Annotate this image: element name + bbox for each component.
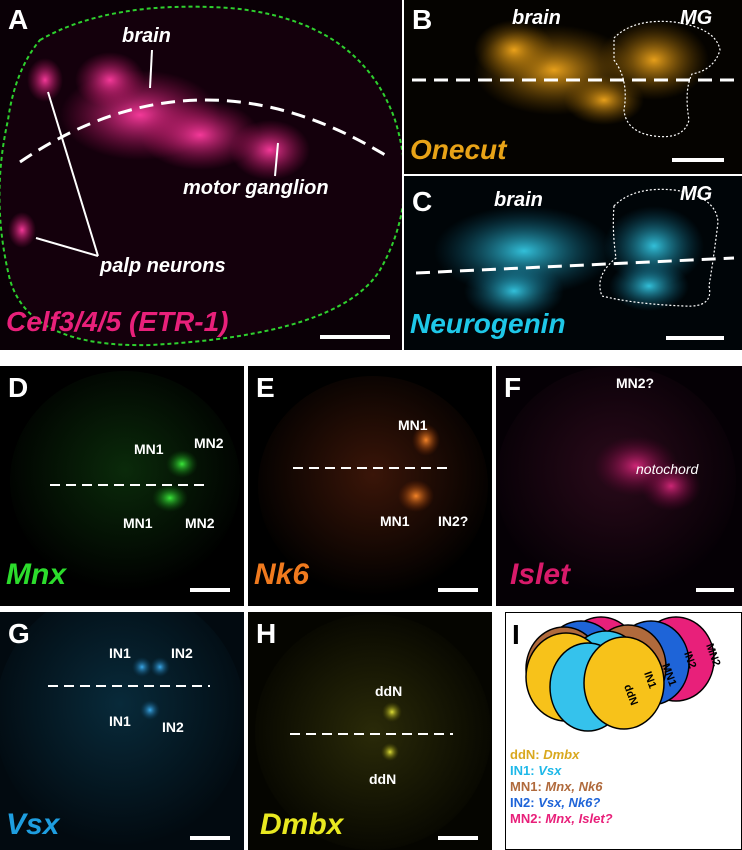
scale-bar — [696, 588, 734, 592]
brain-label: brain — [512, 7, 561, 29]
scale-bar — [438, 836, 478, 840]
legend-row: IN1: Vsx — [510, 763, 562, 778]
cell-label: ddN — [375, 683, 403, 699]
embryo-outline-icon — [0, 5, 402, 347]
cell-label: IN1 — [109, 713, 131, 729]
gene-label-mnx: Mnx — [6, 558, 66, 591]
palp-neurons-label: palp neurons — [100, 255, 226, 277]
cell-label: MN2? — [616, 375, 655, 391]
brain-label: brain — [494, 189, 543, 211]
cell-label: IN2? — [438, 513, 469, 529]
cell-label: MN1 — [380, 513, 410, 529]
panel-h-letter: H — [256, 618, 277, 649]
panel-h: H ddN ddN Dmbx — [248, 612, 492, 850]
scale-bar — [190, 836, 230, 840]
panel-f: F MN2? notochord Islet — [496, 366, 742, 606]
panel-h-image — [248, 612, 492, 850]
panel-f-letter: F — [504, 372, 522, 403]
brain-label: brain — [122, 25, 171, 47]
mg-label: MG — [680, 7, 713, 29]
panel-c: C brain MG Neurogenin — [404, 176, 742, 350]
panel-d-image — [0, 366, 244, 606]
panel-b-image — [404, 0, 742, 174]
legend-row: MN2: Mnx, Islet? — [510, 811, 613, 826]
cell-label: MN1 — [123, 515, 153, 531]
panel-c-image — [404, 176, 742, 350]
panel-i: ddN IN1 MN1 IN2 MN2 I ddN: Dmbx IN1: Vsx… — [505, 612, 742, 850]
scale-bar — [320, 335, 390, 339]
motor-ganglion-label: motor ganglion — [183, 177, 329, 199]
panel-b: B brain MG Onecut — [404, 0, 742, 174]
panel-a: A brain motor ganglion palp neurons Celf… — [0, 0, 402, 350]
oval-label: IN2 — [681, 650, 698, 670]
panel-a-letter: A — [8, 4, 29, 35]
legend: ddN: Dmbx IN1: Vsx MN1: Mnx, Nk6 IN2: Vs… — [510, 747, 613, 827]
scale-bar — [190, 588, 230, 592]
panel-e: E MN1 MN1 IN2? Nk6 — [248, 366, 492, 606]
gene-label-vsx: Vsx — [6, 808, 60, 841]
cell-label: IN2 — [162, 719, 184, 735]
panel-d: D MN1 MN2 MN1 MN2 Mnx — [0, 366, 244, 606]
panel-e-letter: E — [256, 372, 275, 403]
panel-e-image — [248, 366, 492, 606]
panel-g: G IN1 IN2 IN1 IN2 Vsx — [0, 612, 244, 850]
scale-bar — [666, 336, 724, 340]
panel-g-letter: G — [8, 618, 30, 649]
cell-label: MN2 — [194, 435, 224, 451]
gene-label-islet: Islet — [510, 558, 571, 591]
panel-g-image — [0, 612, 244, 850]
panel-f-image — [496, 366, 742, 606]
gene-label-neurogenin: Neurogenin — [410, 308, 566, 339]
gene-label-onecut: Onecut — [410, 134, 507, 165]
midline-dashed-icon — [415, 256, 735, 275]
gene-label-nk6: Nk6 — [254, 558, 310, 591]
panel-c-letter: C — [412, 186, 433, 217]
legend-row: IN2: Vsx, Nk6? — [510, 795, 601, 810]
scale-bar — [672, 158, 724, 162]
panel-b-letter: B — [412, 4, 433, 35]
cell-label: IN2 — [171, 645, 193, 661]
cell-label: IN1 — [109, 645, 131, 661]
notochord-label: notochord — [636, 461, 699, 477]
scale-bar — [438, 588, 478, 592]
panel-i-letter: I — [512, 619, 520, 650]
cell-label: MN1 — [398, 417, 428, 433]
cell-label: MN1 — [134, 441, 164, 457]
panel-a-image — [0, 0, 402, 350]
cell-label: ddN — [369, 771, 397, 787]
oval-label: IN1 — [641, 670, 658, 690]
midline-dashed-icon — [19, 98, 391, 164]
cell-label: MN2 — [185, 515, 215, 531]
panel-i-schematic: ddN IN1 MN1 IN2 MN2 — [525, 616, 722, 732]
gene-label-dmbx: Dmbx — [260, 808, 344, 841]
legend-row: MN1: Mnx, Nk6 — [510, 779, 603, 794]
gene-label-celf: Celf3/4/5 (ETR-1) — [6, 306, 229, 337]
mg-label: MG — [680, 183, 713, 205]
panel-d-letter: D — [8, 372, 29, 403]
legend-row: ddN: Dmbx — [510, 747, 580, 762]
